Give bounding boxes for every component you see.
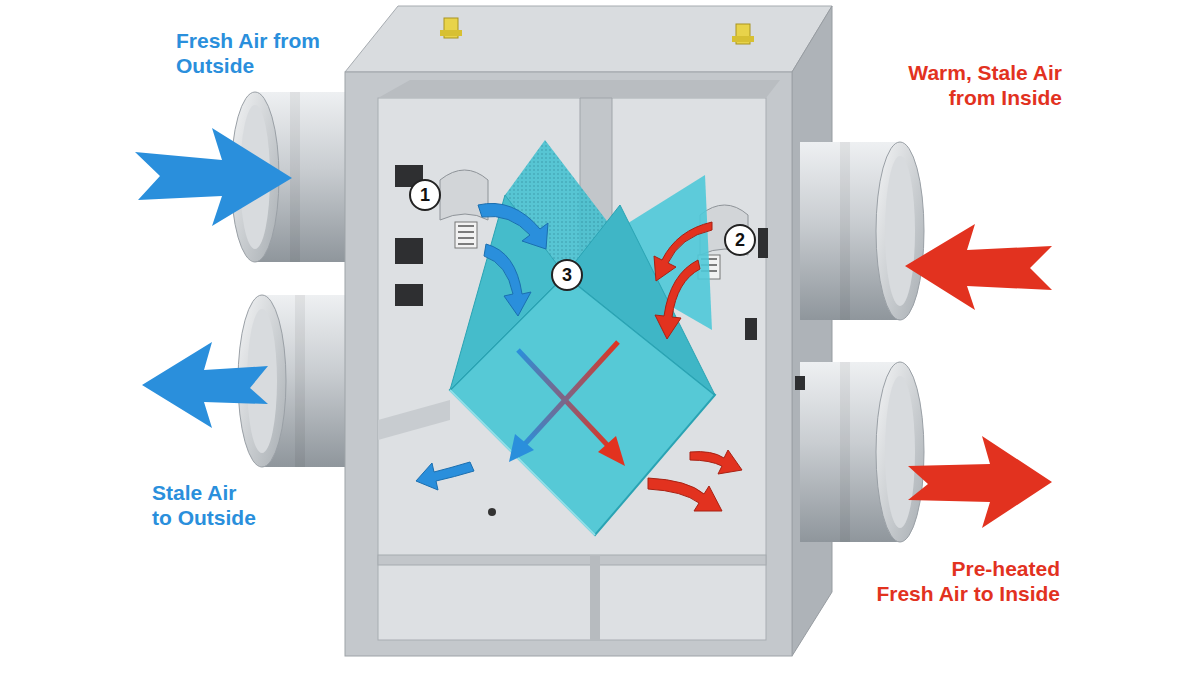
- callout-text: 3: [562, 266, 572, 284]
- flow-label-line: Fresh Air from: [176, 28, 320, 53]
- callout-text: 1: [420, 186, 430, 204]
- partition: [378, 400, 450, 440]
- flow-label: Warm, Stale Air from Inside: [908, 60, 1062, 110]
- cross-flow-arrows: [509, 342, 625, 466]
- fan-1: [395, 165, 488, 306]
- housing-side: [792, 6, 832, 656]
- fresh-air-out-arrow: [908, 436, 1052, 528]
- callout-text: 2: [735, 231, 745, 249]
- housing-top: [345, 6, 832, 72]
- drain-hole: [488, 508, 496, 516]
- stale-air-out-arrow: [142, 342, 268, 428]
- flow-label-line: Warm, Stale Air: [908, 60, 1062, 85]
- clip: [440, 18, 462, 38]
- flow-label-line: Outside: [176, 53, 320, 78]
- stale-air-in-arrow: [905, 224, 1052, 310]
- fresh-air-in-arrow: [135, 128, 292, 226]
- callout-number: 1: [409, 179, 441, 211]
- flow-label: Fresh Air from Outside: [176, 28, 320, 78]
- housing-interior: [378, 98, 766, 640]
- flow-label-line: to Outside: [152, 505, 256, 530]
- flow-label-line: Stale Air: [152, 480, 256, 505]
- clip: [732, 24, 754, 44]
- partition: [590, 555, 600, 640]
- flow-label-line: Fresh Air to Inside: [876, 581, 1060, 606]
- flow-label-line: from Inside: [908, 85, 1062, 110]
- flow-label: Stale Air to Outside: [152, 480, 256, 530]
- internal-flow-arrows: [416, 203, 742, 511]
- callout-number: 3: [551, 259, 583, 291]
- housing-front: [345, 72, 792, 656]
- duct-right-upper: [800, 142, 924, 320]
- heat-exchanger-core: [450, 140, 715, 535]
- callout-number: 2: [724, 224, 756, 256]
- flow-label: Pre-heated Fresh Air to Inside: [876, 556, 1060, 606]
- flow-label-line: Pre-heated: [876, 556, 1060, 581]
- duct-right-lower: [795, 362, 924, 542]
- interior-wall: [378, 80, 780, 98]
- partition: [378, 555, 766, 565]
